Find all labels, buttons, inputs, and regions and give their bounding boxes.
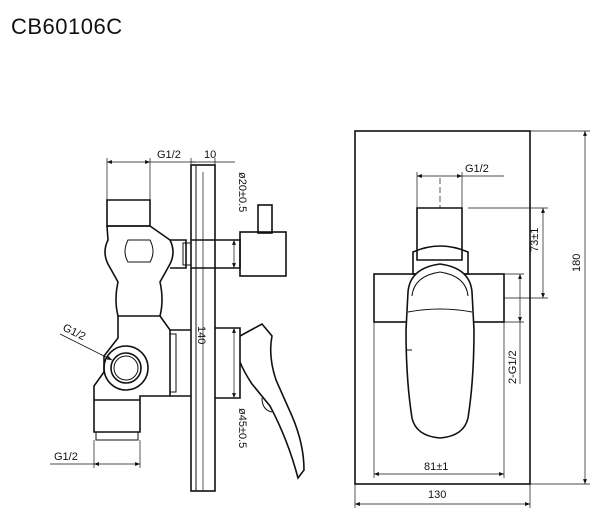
diverter-pin: [257, 204, 273, 234]
front-center-offset-label: 73±1: [529, 228, 541, 252]
front-lever-handle: [405, 263, 475, 439]
top-port: [106, 199, 151, 227]
side-small-diameter-label: ø20±0.5: [236, 172, 248, 212]
side-height-label: 140: [195, 326, 207, 344]
valve-body-upper: [104, 225, 174, 317]
lever-handle: [239, 322, 305, 480]
front-side-threads-label: 2-G1/2: [507, 350, 519, 384]
front-view: G1/2 73±1 180 2-G1/2 81±1 130: [354, 130, 590, 508]
front-top-thread-label: G1/2: [465, 163, 489, 175]
side-large-diameter-label: ø45±0.5: [236, 408, 248, 448]
diverter-knob: [239, 231, 287, 277]
front-top-port: [416, 207, 463, 261]
side-port: [103, 345, 149, 391]
side-wall-offset-label: 10: [204, 149, 216, 161]
side-bottom-thread-label: G1/2: [54, 451, 78, 463]
side-view: G1/2 10 ø20±0.5 140 ø45±0.5 G1/2 G1/2: [50, 149, 305, 492]
cover-plate: [354, 130, 531, 485]
front-plate-width-label: 130: [428, 489, 446, 501]
product-code: CB60106C: [11, 14, 123, 39]
side-top-thread-label: G1/2: [157, 149, 181, 161]
side-port-thread-label: G1/2: [61, 322, 88, 343]
front-height-label: 180: [571, 254, 583, 272]
front-inner-width-label: 81±1: [424, 461, 448, 473]
